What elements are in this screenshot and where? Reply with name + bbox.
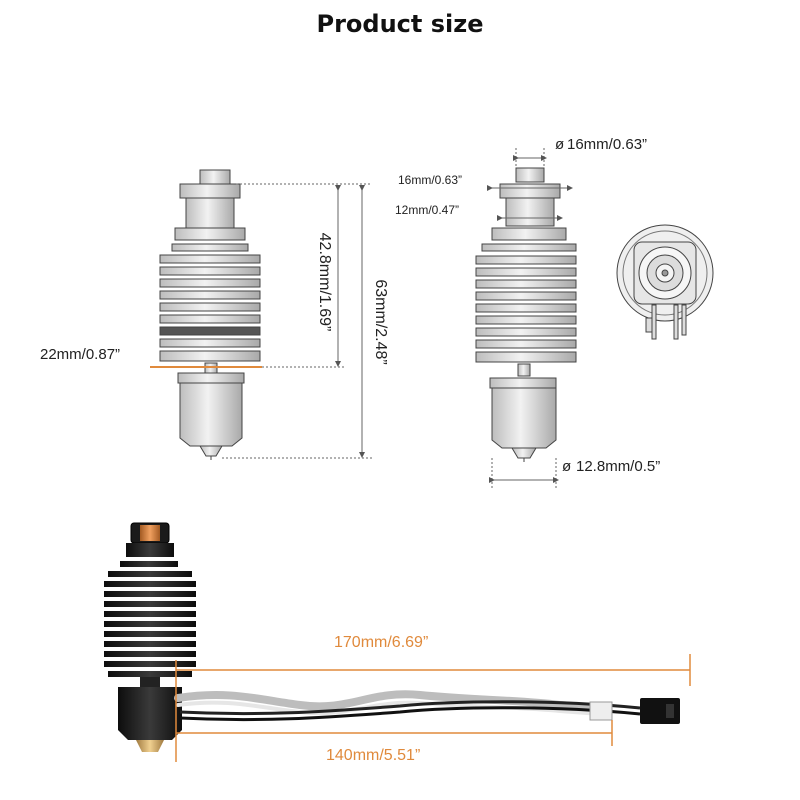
total-height-label: 63mm/2.48”	[372, 279, 389, 364]
hotend-with-cables	[104, 522, 680, 752]
page-title: Product size	[316, 10, 484, 38]
base-width-label: 22mm/0.87”	[40, 346, 120, 363]
nozzle-diameter-label: 12.8mm/0.5”	[576, 458, 660, 475]
cable-short-label: 140mm/5.51”	[326, 747, 420, 764]
top-width-label: 16mm/0.63”	[398, 173, 462, 187]
right-dimensions	[487, 148, 573, 490]
heater-block-top	[177, 372, 245, 384]
cable-dimensions	[175, 654, 691, 762]
fin-0	[174, 227, 246, 241]
top-diameter-label: 16mm/0.63”	[567, 136, 647, 153]
hotend-top-view	[616, 224, 714, 340]
nozzle	[199, 445, 223, 457]
hotend-side-view	[475, 167, 577, 462]
left-dimensions	[222, 183, 372, 459]
top-collar	[179, 183, 241, 199]
heatsink-height-label: 42.8mm/1.69”	[316, 233, 333, 332]
heater-block	[179, 382, 243, 447]
hotend-front-view	[159, 169, 261, 460]
diameter-symbol-nozzle: ø	[562, 458, 571, 475]
fin-1	[159, 254, 261, 264]
top-fitting	[199, 169, 231, 185]
neck-width-label: 12mm/0.47”	[395, 203, 459, 217]
diameter-symbol-top: ø	[555, 136, 564, 153]
neck	[185, 197, 235, 229]
cable-long-label: 170mm/6.69”	[334, 634, 428, 651]
